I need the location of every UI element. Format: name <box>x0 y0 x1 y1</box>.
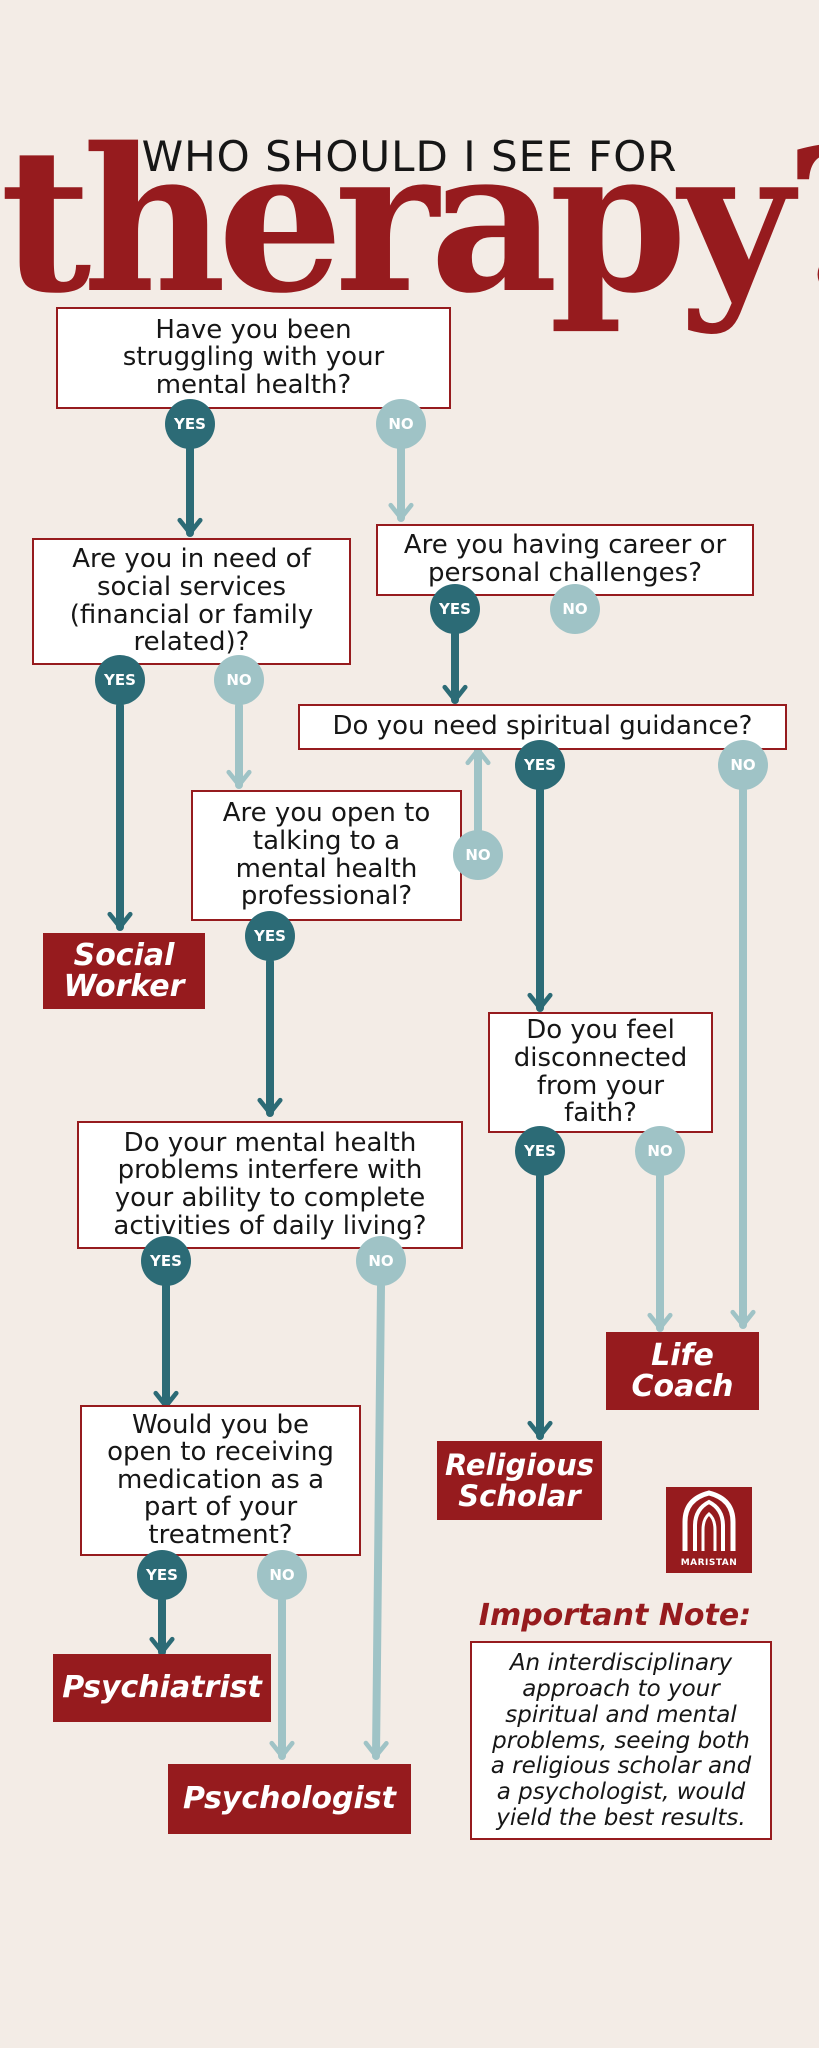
arrow-q7-no <box>363 1282 389 1760</box>
yes-badge-q7: YES <box>141 1236 191 1286</box>
yes-badge-q3: YES <box>430 584 480 634</box>
no-badge-q7: NO <box>356 1236 406 1286</box>
no-badge-q2: NO <box>214 655 264 705</box>
yes-badge-q2: YES <box>95 655 145 705</box>
arch-icon <box>682 1490 736 1551</box>
yes-badge-q6: YES <box>515 1126 565 1176</box>
note-body: An interdisciplinary approach to your sp… <box>470 1641 772 1840</box>
yes-badge-q4: YES <box>515 740 565 790</box>
no-badge-q4: NO <box>718 740 768 790</box>
no-badge-q5: NO <box>453 830 503 880</box>
result-religious-scholar: Religious Scholar <box>437 1441 602 1520</box>
yes-badge-q5: YES <box>245 911 295 961</box>
result-psychiatrist: Psychiatrist <box>53 1654 271 1722</box>
result-psychologist: Psychologist <box>168 1764 411 1834</box>
question-medication: Would you be open to receiving medicatio… <box>80 1405 361 1556</box>
no-badge-q8: NO <box>257 1550 307 1600</box>
yes-badge-q1: YES <box>165 399 215 449</box>
result-life-coach: Life Coach <box>606 1332 759 1410</box>
question-struggling-mental-health: Have you been struggling with your menta… <box>56 307 451 409</box>
yes-badge-q8: YES <box>137 1550 187 1600</box>
question-social-services: Are you in need of social services (fina… <box>32 538 351 665</box>
note-title: Important Note: <box>478 1598 752 1633</box>
question-daily-living: Do your mental health problems interfere… <box>77 1121 463 1249</box>
result-social-worker: Social Worker <box>43 933 205 1009</box>
question-open-to-professional: Are you open to talking to a mental heal… <box>191 790 462 921</box>
no-badge-q6: NO <box>635 1126 685 1176</box>
no-badge-q1: NO <box>376 399 426 449</box>
maristan-logo: MARISTAN <box>666 1487 752 1573</box>
title-main: therapy? <box>0 104 819 337</box>
no-badge-q3: NO <box>550 584 600 634</box>
question-disconnected-faith: Do you feel disconnected from your faith… <box>488 1012 713 1133</box>
title-top: WHO SHOULD I SEE FOR <box>141 132 678 181</box>
logo-text: MARISTAN <box>680 1558 738 1568</box>
